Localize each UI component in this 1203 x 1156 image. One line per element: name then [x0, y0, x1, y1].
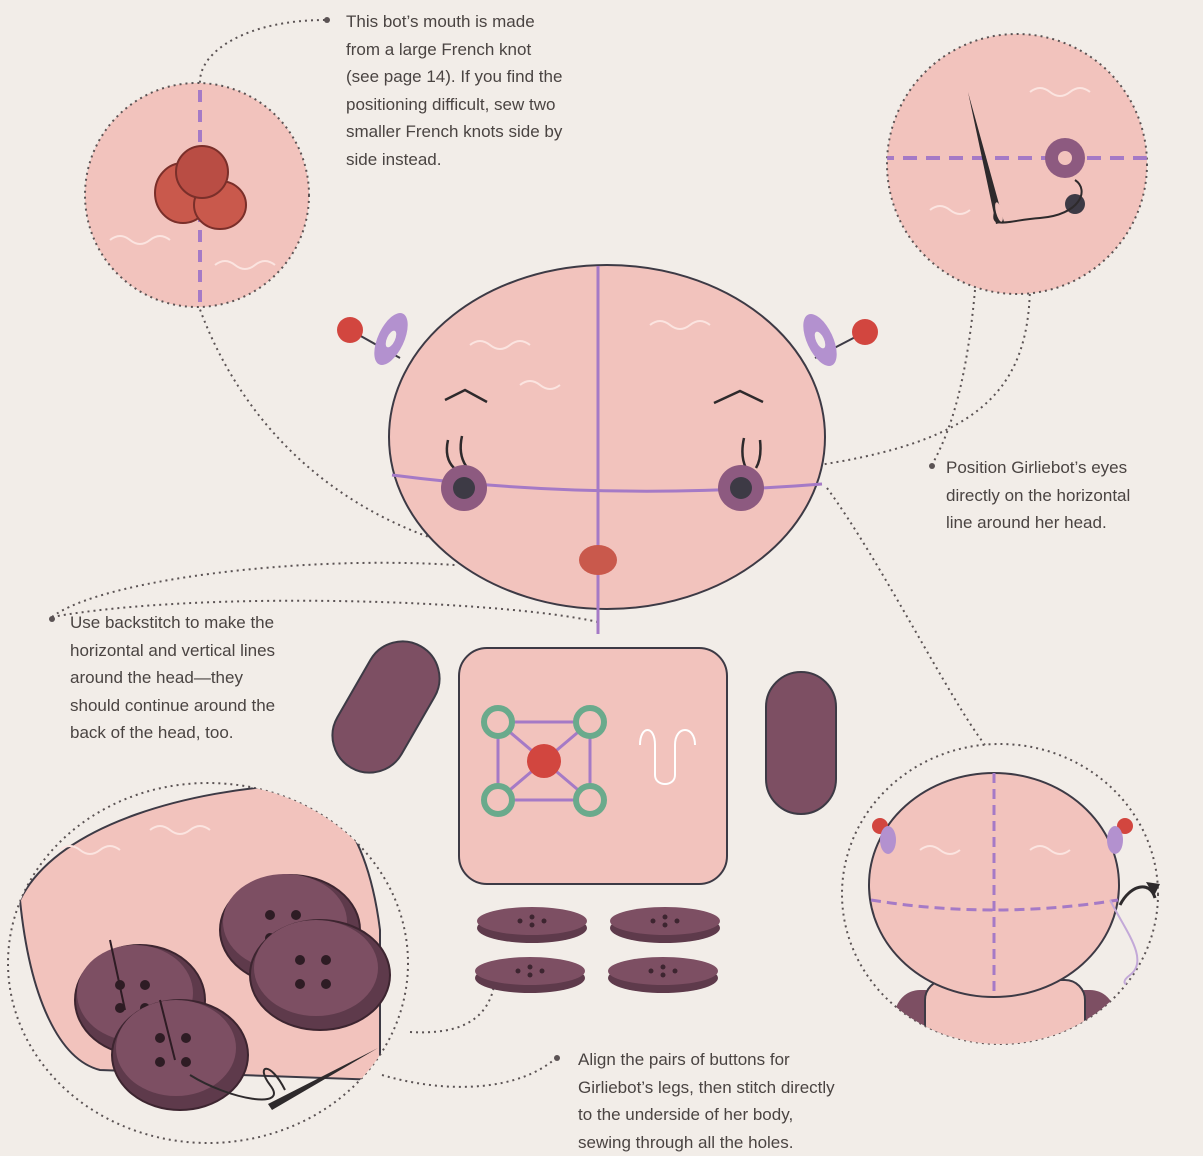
mouth-detail-circle [85, 83, 309, 307]
left-arm [319, 628, 453, 786]
eyes-caption: Position Girliebot’s eyes directly on th… [946, 454, 1130, 537]
right-antenna [796, 309, 878, 371]
leader-buttons-caption [382, 1058, 556, 1087]
mouth-caption-line: This bot’s mouth is made [346, 8, 562, 36]
mouth-caption-line: side instead. [346, 146, 562, 174]
mouth-caption-line: positioning difficult, sew two [346, 91, 562, 119]
buttons-caption-line: sewing through all the holes. [578, 1129, 835, 1156]
back-detail-circle [842, 744, 1180, 1100]
legs-detail-circle [8, 783, 408, 1143]
buttons-caption-line: Align the pairs of buttons for [578, 1046, 835, 1074]
leader-legs-button [410, 980, 495, 1032]
left-antenna [337, 308, 415, 370]
bullet-backstitch [49, 616, 55, 622]
bullet-buttons [554, 1055, 560, 1061]
mouth-caption-line: smaller French knots side by [346, 118, 562, 146]
buttons-caption-line: Girliebot’s legs, then stitch directly [578, 1074, 835, 1102]
leader-eye-text [932, 290, 975, 465]
buttons-caption-line: to the underside of her body, [578, 1101, 835, 1129]
eyes-caption-line: Position Girliebot’s eyes [946, 454, 1130, 482]
leg-buttons [475, 907, 720, 993]
button-bottom-left [475, 957, 585, 993]
mouth-caption-line: from a large French knot [346, 36, 562, 64]
backstitch-caption-line: around the head—they [70, 664, 275, 692]
button-top-left [477, 907, 587, 943]
backstitch-caption-line: Use backstitch to make the [70, 609, 275, 637]
needle-icon [1156, 862, 1180, 960]
backstitch-caption-line: horizontal and vertical lines [70, 637, 275, 665]
buttons-caption: Align the pairs of buttons for Girliebot… [578, 1046, 835, 1156]
backstitch-caption-line: should continue around the [70, 692, 275, 720]
button-bottom-right [608, 957, 718, 993]
eyes-caption-line: directly on the horizontal [946, 482, 1130, 510]
bullet-eyes [929, 463, 935, 469]
mouth-caption-line: (see page 14). If you find the [346, 63, 562, 91]
girliebot [319, 265, 878, 993]
bullet-mouth [324, 17, 330, 23]
leader-mouth-caption [200, 20, 325, 84]
button-top-right [610, 907, 720, 943]
eyes-caption-line: line around her head. [946, 509, 1130, 537]
backstitch-caption: Use backstitch to make the horizontal an… [70, 609, 275, 747]
mouth-caption: This bot’s mouth is made from a large Fr… [346, 8, 562, 173]
leg-button-front-right [250, 920, 390, 1030]
right-arm [766, 672, 836, 814]
eye-detail-circle [880, 34, 1150, 294]
backstitch-caption-line: back of the head, too. [70, 719, 275, 747]
robot-mouth [579, 545, 617, 575]
